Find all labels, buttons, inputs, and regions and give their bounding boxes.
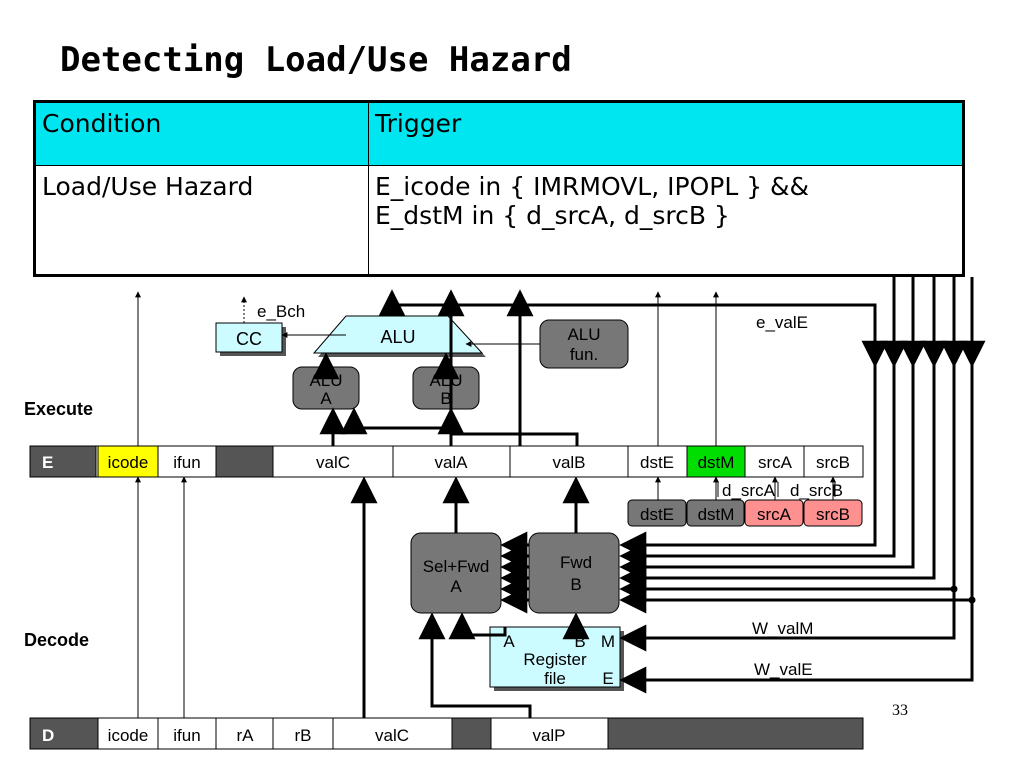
e-field-icode: icode <box>108 453 149 472</box>
d-field-icode: icode <box>108 726 149 745</box>
e-field-srcb: srcB <box>816 453 850 472</box>
alu-block: ALU <box>312 315 486 357</box>
d-field-valc: valC <box>375 726 409 745</box>
d-srcb-label: d_srcB <box>790 481 843 500</box>
w-valm-label: W_valM <box>752 619 813 638</box>
e-stage-label: E <box>42 453 53 472</box>
fwd-b-block: Fwd B <box>528 532 620 614</box>
alu-b-line2: B <box>440 389 451 408</box>
page-number: 33 <box>892 702 908 719</box>
d-field-rb: rB <box>295 726 312 745</box>
alu-b-line1: ALU <box>429 371 462 390</box>
thin-wires <box>135 291 836 718</box>
sel-fwd-a-block: Sel+Fwd A <box>410 532 502 614</box>
e-bch-label: e_Bch <box>257 302 305 321</box>
hazard-table: Condition Trigger Load/Use Hazard E_icod… <box>33 100 965 277</box>
col-condition: Condition <box>34 101 369 166</box>
d-field-valp: valP <box>532 726 565 745</box>
reg-file-line1: Register <box>523 650 587 669</box>
fwd-b-line1: Fwd <box>560 553 592 572</box>
e-field-ifun: ifun <box>173 453 200 472</box>
d-stage-register: D icode ifun rA rB valC valP <box>29 717 864 750</box>
col-trigger: Trigger <box>368 101 964 166</box>
reg-dste: dstE <box>640 505 674 524</box>
reg-dstm: dstM <box>698 505 735 524</box>
trigger-line-1: E_icode in { IMRMOVL, IPOPL } && <box>375 172 810 201</box>
e-vale-label: e_valE <box>756 313 808 332</box>
d-field-ifun: ifun <box>173 726 200 745</box>
reg-file-line2: file <box>544 669 566 688</box>
e-field-srca: srcA <box>758 453 793 472</box>
table-row: Load/Use Hazard E_icode in { IMRMOVL, IP… <box>34 165 964 276</box>
alu-a-line2: A <box>320 389 332 408</box>
trigger-line-2: E_dstM in { d_srcA, d_srcB } <box>375 201 730 230</box>
table-header-row: Condition Trigger <box>34 101 964 166</box>
alu-a-block: ALU A <box>292 366 360 410</box>
reg-port-a: A <box>503 632 515 651</box>
slide-title: Detecting Load/Use Hazard <box>60 40 572 80</box>
d-stage-label: D <box>42 726 54 745</box>
cell-trigger: E_icode in { IMRMOVL, IPOPL } && E_dstM … <box>368 165 964 276</box>
sel-fwd-a-line2: A <box>450 577 462 596</box>
register-file-block: Register file A B M E <box>489 626 624 691</box>
reg-port-b: B <box>574 632 585 651</box>
d-field-ra: rA <box>237 726 255 745</box>
e-field-valc: valC <box>316 453 350 472</box>
fwd-b-line2: B <box>570 575 581 594</box>
alu-a-line1: ALU <box>309 371 342 390</box>
alu-label: ALU <box>380 327 415 347</box>
alu-fun-line2: fun. <box>570 345 598 364</box>
e-field-vala: valA <box>434 453 468 472</box>
reg-port-m: M <box>601 632 615 651</box>
e-field-dste: dstE <box>640 453 674 472</box>
d-srca-label: d_srcA <box>722 481 776 500</box>
execute-label: Execute <box>24 399 93 419</box>
alu-b-block: ALU B <box>412 366 480 410</box>
reg-port-e: E <box>602 669 613 688</box>
cc-label: CC <box>236 329 262 349</box>
reg-srca: srcA <box>757 505 792 524</box>
junction-dots <box>388 301 976 604</box>
e-stage-register: E icode ifun valC valA valB dstE dstM sr… <box>29 445 864 478</box>
e-field-valb: valB <box>552 453 585 472</box>
w-vale-label: W_valE <box>754 660 813 679</box>
sel-fwd-a-line1: Sel+Fwd <box>423 557 490 576</box>
cell-condition: Load/Use Hazard <box>34 165 369 276</box>
decode-register-ids: dstE dstM srcA srcB d_srcA d_srcB <box>627 481 863 527</box>
e-field-dstm: dstM <box>698 453 735 472</box>
reg-srcb: srcB <box>816 505 850 524</box>
alu-fun-line1: ALU <box>567 325 600 344</box>
decode-label: Decode <box>24 630 89 650</box>
alu-fun-block: ALU fun. <box>539 319 629 369</box>
cc-block: CC <box>215 322 286 356</box>
